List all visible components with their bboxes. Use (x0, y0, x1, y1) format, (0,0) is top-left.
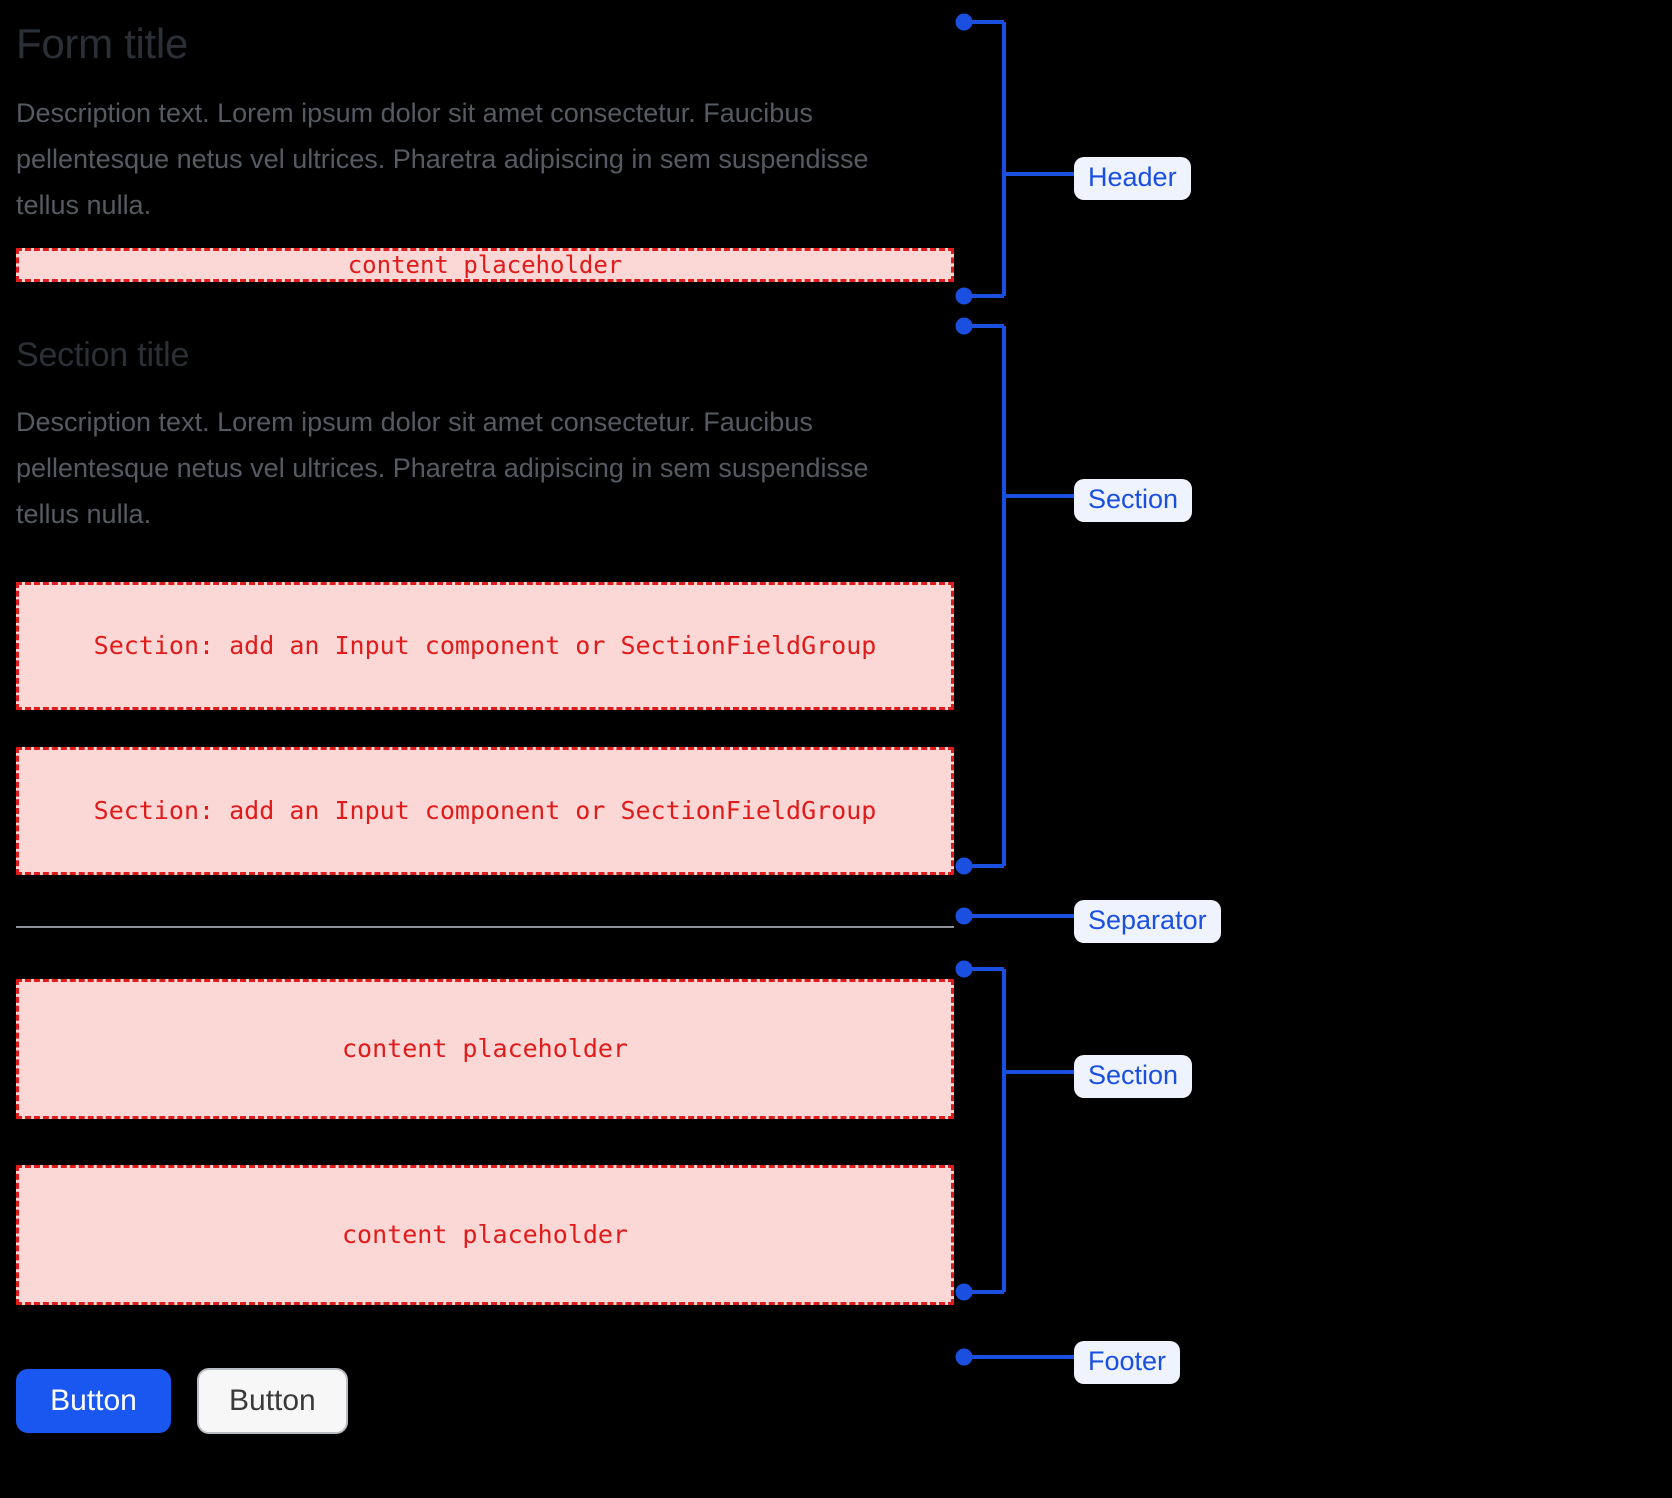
annotation-badge-separator-2[interactable]: Separator (1074, 900, 1221, 944)
primary-button[interactable]: Button (16, 1368, 171, 1433)
annotation-badge-footer-4[interactable]: Footer (1074, 1341, 1181, 1385)
section-two-region: content placeholder content placeholder (16, 978, 954, 1305)
form-footer-region: Button Button (16, 1367, 954, 1434)
section-one-description: Description text. Lorem ipsum dolor sit … (16, 406, 869, 529)
annotation-badge-header-0[interactable]: Header (1074, 157, 1191, 201)
section-field-placeholder[interactable]: Section: add an Input component or Secti… (16, 746, 954, 875)
section-content-placeholder[interactable]: content placeholder (16, 978, 954, 1119)
section-content-placeholder[interactable]: content placeholder (16, 1164, 954, 1305)
page-title: Form title (16, 20, 189, 67)
annotation-badge-section-1[interactable]: Section (1074, 479, 1193, 523)
header-content-placeholder[interactable]: content placeholder (16, 248, 954, 283)
header-description: Description text. Lorem ipsum dolor sit … (16, 97, 869, 220)
separator-rule (16, 925, 954, 928)
section-field-placeholder[interactable]: Section: add an Input component or Secti… (16, 581, 954, 710)
section-one-region: Section title Description text. Lorem ip… (16, 336, 954, 875)
section-one-title: Section title (16, 336, 190, 375)
form-header-region: Form title Description text. Lorem ipsum… (16, 0, 954, 283)
secondary-button[interactable]: Button (197, 1367, 348, 1434)
annotation-badge-section-3[interactable]: Section (1074, 1055, 1193, 1099)
form-column: Form title Description text. Lorem ipsum… (16, 0, 954, 1434)
